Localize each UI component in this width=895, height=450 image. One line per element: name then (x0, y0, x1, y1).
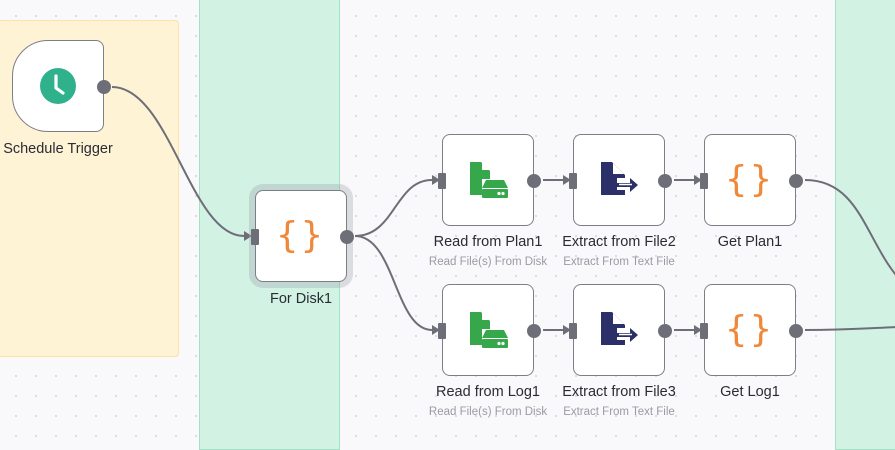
output-handle[interactable] (97, 80, 111, 94)
node-get-plan[interactable]: {} (700, 134, 803, 226)
input-handle[interactable] (438, 173, 446, 189)
node-label: Read from Log1 (436, 384, 540, 400)
clock-icon (39, 67, 77, 105)
output-handle[interactable] (527, 174, 541, 188)
node-label: Get Log1 (720, 384, 780, 400)
output-handle[interactable] (658, 174, 672, 188)
node-label: Read from Plan1 (433, 234, 543, 250)
output-handle[interactable] (789, 174, 803, 188)
input-handle[interactable] (569, 173, 577, 189)
output-handle[interactable] (789, 324, 803, 338)
node-for-disk[interactable]: {} (251, 190, 354, 282)
output-handle[interactable] (340, 230, 354, 244)
output-handle[interactable] (658, 324, 672, 338)
output-handle[interactable] (527, 324, 541, 338)
node-extract-from-file2[interactable] (569, 134, 672, 226)
extract-file-icon (599, 312, 639, 348)
edge-fordisk-to-readlog (354, 235, 433, 331)
read-file-disk-icon (468, 312, 508, 348)
node-sublabel: Extract From Text File (563, 256, 675, 268)
node-sublabel: Extract From Text File (563, 406, 675, 418)
node-label: For Disk1 (269, 291, 333, 307)
node-read-from-plan[interactable] (438, 134, 541, 226)
node-label: Get Plan1 (717, 234, 783, 250)
input-handle[interactable] (700, 173, 708, 189)
node-sublabel: Read File(s) From Disk (428, 256, 548, 268)
read-file-disk-icon (468, 162, 508, 198)
node-label: Extract from File2 (562, 234, 676, 250)
input-handle[interactable] (251, 229, 259, 245)
node-sublabel: Read File(s) From Disk (428, 406, 548, 418)
input-handle[interactable] (569, 323, 577, 339)
extract-file-icon (599, 162, 639, 198)
code-braces-icon: {} (725, 159, 775, 200)
node-label: Schedule Trigger (3, 141, 113, 157)
edge-fordisk-to-readplan (354, 179, 433, 237)
node-read-from-log[interactable] (438, 284, 541, 376)
node-label: Extract from File3 (562, 384, 676, 400)
node-extract-from-file3[interactable] (569, 284, 672, 376)
node-get-log[interactable]: {} (700, 284, 803, 376)
code-braces-icon: {} (276, 215, 326, 256)
node-schedule-trigger[interactable] (12, 40, 111, 132)
code-braces-icon: {} (725, 309, 775, 350)
input-handle[interactable] (438, 323, 446, 339)
sticky-note-green-right[interactable] (835, 0, 895, 450)
input-handle[interactable] (700, 323, 708, 339)
